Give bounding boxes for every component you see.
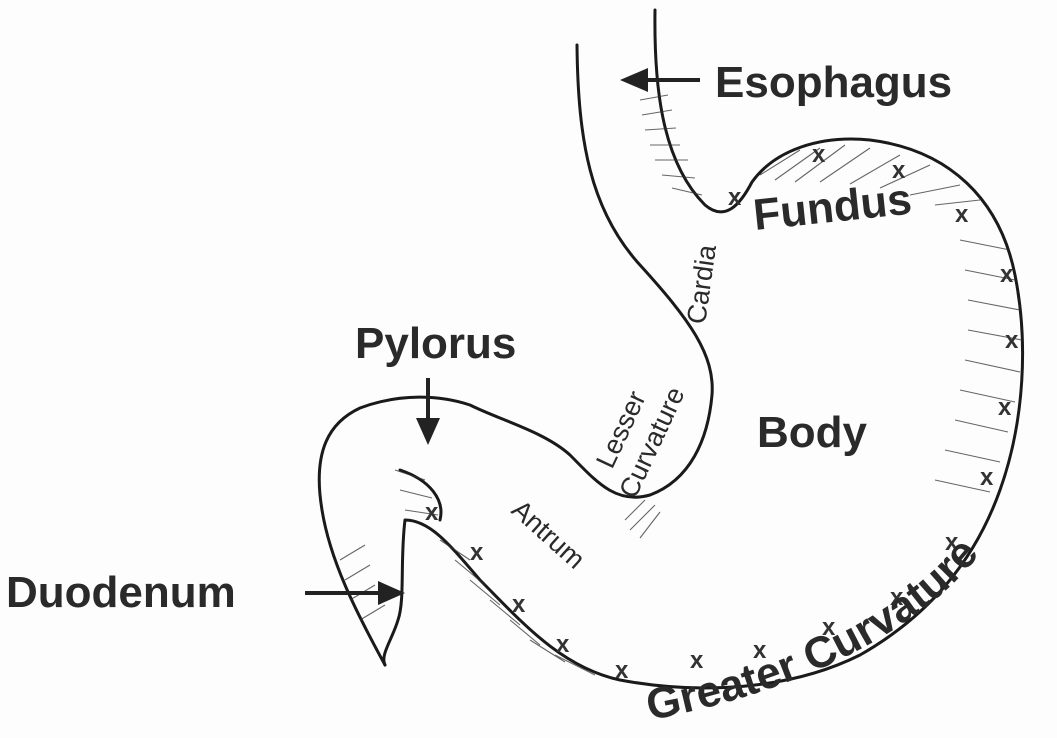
x-marker: x	[998, 394, 1012, 421]
x-marker: x	[955, 201, 969, 228]
label-body: Body	[757, 408, 868, 457]
label-pylorus: Pylorus	[355, 319, 516, 368]
esophagus-arrow	[620, 68, 700, 92]
label-fundus: Fundus	[751, 175, 914, 240]
greater-curvature-text: Greater Curvature	[642, 529, 988, 730]
x-marker: x	[556, 631, 570, 658]
label-cardia: Cardia	[681, 242, 722, 326]
x-marker: x	[512, 591, 526, 618]
label-duodenum: Duodenum	[6, 568, 236, 617]
x-marker: x	[1000, 261, 1014, 288]
x-marker: x	[615, 657, 629, 684]
x-marker: x	[1005, 327, 1019, 354]
x-marker: x	[812, 141, 826, 168]
x-marker: x	[470, 539, 484, 566]
duodenum-arrow	[305, 581, 405, 605]
pylorus-arrow	[416, 378, 440, 445]
label-greater-curvature: Greater Curvature	[642, 529, 988, 730]
label-antrum: Antrum	[506, 494, 591, 575]
x-marker: x	[728, 184, 742, 211]
x-marker: x	[980, 464, 994, 491]
x-marker: x	[425, 499, 439, 526]
label-esophagus: Esophagus	[715, 58, 952, 107]
